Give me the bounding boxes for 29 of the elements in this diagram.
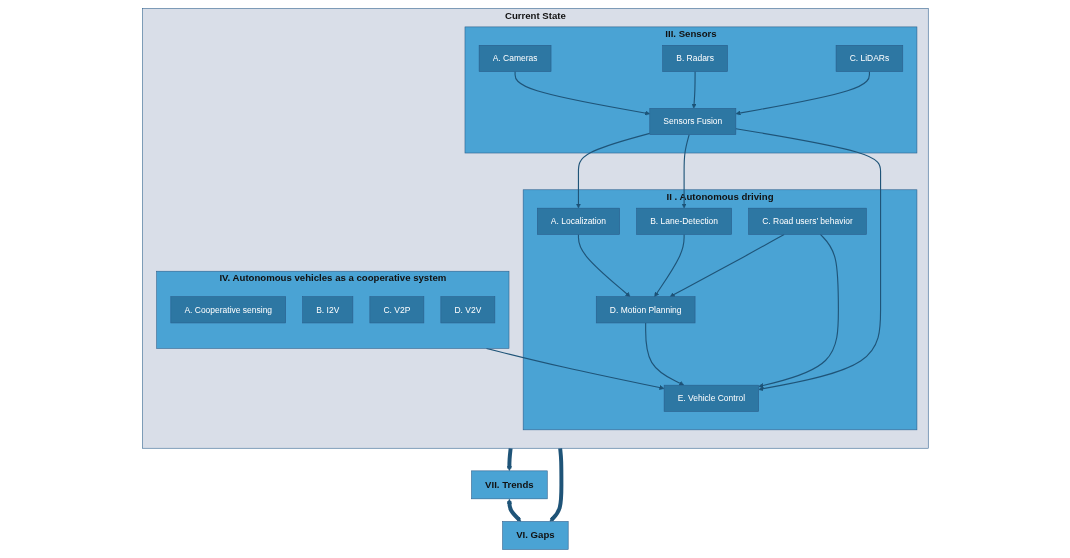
arrow — [653, 233, 685, 297]
node-box: B. Lane-Detection — [635, 207, 732, 235]
arrow — [549, 448, 563, 522]
node-box: E. Vehicle Control — [663, 384, 759, 412]
node-box: B. I2V — [301, 296, 353, 324]
node-box: B. Radars — [661, 45, 728, 72]
arrow — [735, 71, 870, 116]
node-box: A. Cameras — [478, 45, 551, 72]
node-box: D. V2V — [440, 296, 495, 324]
arrow — [577, 233, 630, 297]
arrow — [758, 233, 839, 388]
arrow — [681, 134, 690, 209]
arrow — [575, 132, 650, 209]
node-box: A. Localization — [536, 207, 620, 235]
arrow — [669, 233, 785, 297]
arrow — [514, 71, 650, 116]
arrow — [644, 322, 684, 386]
node-box: A. Cooperative sensing — [170, 296, 286, 324]
arrow — [506, 448, 513, 472]
node-box: C. V2P — [369, 296, 424, 324]
node-box: C. Road users’ behavior — [747, 207, 867, 235]
arrow — [506, 498, 521, 522]
node-box: D. Motion Planning — [595, 296, 695, 324]
arrow — [691, 71, 697, 109]
node-box: C. LiDARs — [835, 45, 903, 72]
node-box: Sensors Fusion — [649, 108, 736, 135]
node-box: VI. Gaps — [501, 521, 569, 550]
node-box: VII. Trends — [470, 470, 548, 500]
arrow — [734, 128, 881, 392]
